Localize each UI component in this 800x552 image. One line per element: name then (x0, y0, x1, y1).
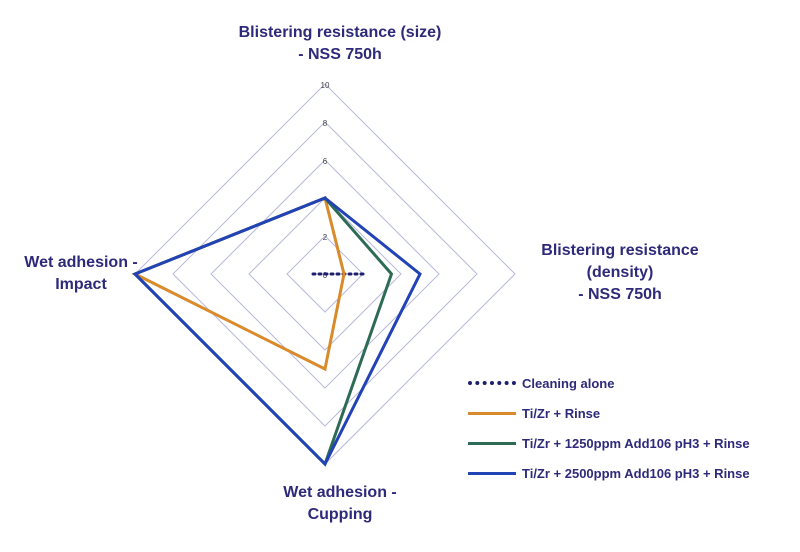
legend-swatch-2500ppm (468, 471, 516, 475)
series-polygon-1 (131, 195, 346, 372)
legend-swatch-1250ppm (468, 441, 516, 445)
legend-label: Ti/Zr + 1250ppm Add106 pH3 + Rinse (522, 435, 750, 451)
legend-item: Cleaning alone (468, 368, 750, 398)
axis-label-blistering-density: Blistering resistance (density) - NSS 75… (541, 242, 699, 303)
legend: Cleaning alone Ti/Zr + Rinse Ti/Zr + 125… (468, 368, 750, 488)
axis-label-wet-adhesion-impact: Wet adhesion - Impact (24, 254, 138, 293)
legend-label: Cleaning alone (522, 375, 615, 391)
legend-item: Ti/Zr + Rinse (468, 398, 750, 428)
grid-ring (210, 159, 440, 389)
legend-item: Ti/Zr + 2500ppm Add106 pH3 + Rinse (468, 458, 750, 488)
series-polygon-2 (132, 196, 394, 467)
grid-ring (248, 197, 402, 351)
legend-label: Ti/Zr + Rinse (522, 405, 601, 421)
tick-label: 10 (321, 81, 330, 90)
grid-ring (286, 235, 364, 313)
tick-label: 6 (323, 157, 328, 166)
axis-label-wet-adhesion-cupping: Wet adhesion - Cupping (283, 484, 397, 523)
tick-label: 2 (323, 233, 328, 242)
legend-swatch-tizr-rinse (468, 411, 516, 415)
legend-swatch-cleaning (468, 381, 516, 385)
legend-label: Ti/Zr + 2500ppm Add106 pH3 + Rinse (522, 465, 750, 481)
tick-label: 8 (323, 119, 328, 128)
series-polygon-3 (132, 196, 422, 467)
grid-ring (172, 121, 478, 427)
legend-item: Ti/Zr + 1250ppm Add106 pH3 + Rinse (468, 428, 750, 458)
axis-label-blistering-size: Blistering resistance (size) - NSS 750h (238, 24, 442, 63)
